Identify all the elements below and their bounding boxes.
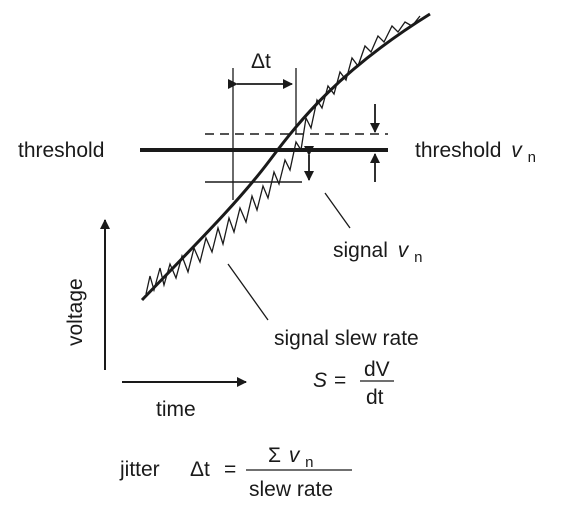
slew-numerator: dV bbox=[364, 358, 390, 381]
slew-denominator: dt bbox=[366, 386, 384, 409]
jitter-lhs: Δt bbox=[190, 458, 210, 481]
signal-smooth-curve bbox=[140, 12, 431, 302]
voltage-axis-label: voltage bbox=[64, 278, 87, 346]
jitter-label: jitter bbox=[119, 458, 160, 481]
slew-s-symbol: S bbox=[313, 369, 327, 392]
signal-noisy-curve bbox=[145, 15, 421, 295]
jitter-numerator: Σ v n bbox=[268, 444, 314, 471]
time-axis-label: time bbox=[156, 398, 196, 421]
slew-equals: = bbox=[334, 369, 346, 392]
slew-rate-label: signal slew rate bbox=[274, 327, 419, 350]
threshold-label: threshold bbox=[18, 139, 104, 162]
jitter-denominator: slew rate bbox=[249, 478, 333, 501]
jitter-equals: = bbox=[224, 458, 236, 481]
signal-vn-label: signal v n bbox=[333, 239, 422, 266]
delta-t-label: Δt bbox=[251, 50, 271, 73]
threshold-vn-label: threshold v n bbox=[415, 139, 536, 166]
signal-vn-leader bbox=[324, 192, 351, 229]
slew-rate-leader bbox=[227, 263, 269, 321]
